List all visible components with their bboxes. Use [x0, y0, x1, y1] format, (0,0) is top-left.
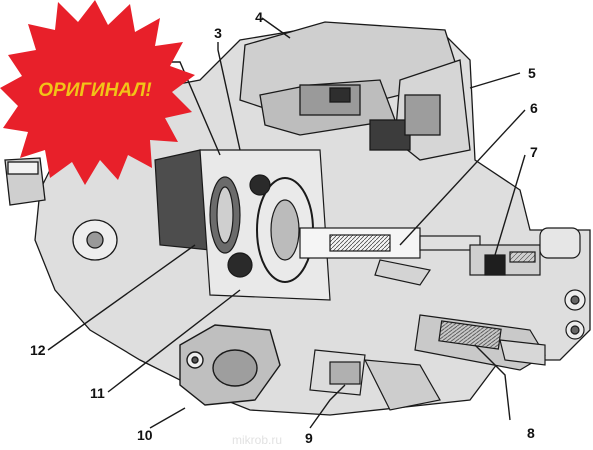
watermark: mikrob.ru: [232, 433, 282, 447]
callout-labels: 2 3 4 5 6 7 8 9 10 11 12: [30, 9, 538, 446]
control-unit: [369, 59, 471, 161]
callout-12: 12: [30, 342, 46, 358]
distributor-plunger: [299, 227, 481, 286]
callout-9: 9: [305, 430, 313, 446]
callout-8: 8: [527, 425, 535, 441]
temperature-sensor: [309, 349, 441, 411]
callout-5: 5: [528, 65, 536, 81]
original-badge: ОРИГИНАЛ!: [0, 0, 195, 185]
callout-11: 11: [90, 385, 105, 401]
leader-lines: [47, 17, 526, 429]
position-sensor: [179, 324, 281, 406]
callout-4: 4: [255, 9, 263, 25]
solenoid-valve: [469, 227, 586, 340]
callout-6: 6: [530, 100, 538, 116]
cutaway-section: [154, 149, 331, 301]
callout-3: 3: [214, 25, 222, 41]
callout-10: 10: [137, 427, 153, 443]
shutoff-valve: [414, 314, 546, 371]
top-cover: [239, 21, 456, 136]
badge-text: ОРИГИНАЛ!: [38, 80, 152, 101]
callout-7: 7: [530, 144, 538, 160]
